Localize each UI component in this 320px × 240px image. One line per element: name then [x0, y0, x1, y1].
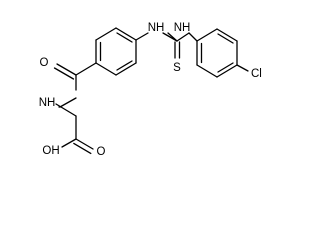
atom-label-thiourea-nh-left: NH — [148, 22, 165, 34]
bond-ringA-to-carbonyl — [75, 62, 97, 76]
bond-ringB-4-inner — [217, 62, 234, 73]
chemical-structure-diagram: O NH NH NH S Cl OH O — [39, 22, 262, 158]
bond-ringB-2-inner — [217, 33, 234, 44]
bond-thiocarbon-to-nh-right — [176, 32, 190, 42]
bond-acid-carbonyl-1 — [75, 138, 94, 150]
bond-ringA-6 — [95, 62, 117, 76]
atom-label-thiourea-nh-right: NH — [174, 22, 191, 34]
bond-ringB-4 — [216, 64, 238, 78]
bond-carbonyl-2 — [53, 67, 75, 80]
benzene-ring-left — [95, 27, 137, 76]
atom-label-sulfur: S — [173, 62, 181, 74]
bond-ringA-5-inner — [116, 60, 133, 71]
bond-acid-to-oh — [61, 138, 77, 148]
bond-ringA-5 — [115, 62, 137, 76]
atom-label-hydroxyl: OH — [42, 145, 59, 157]
bond-nh-to-methylene — [55, 103, 77, 117]
atom-label-carbonyl-oxygen: O — [40, 57, 49, 69]
bond-ringA-3-inner — [116, 32, 133, 43]
atom-label-amide-nh: NH — [39, 97, 56, 109]
atom-label-acid-oxygen: O — [97, 146, 106, 158]
bond-nh-to-ch2 — [59, 97, 77, 108]
bond-ringB-5 — [196, 64, 218, 78]
bond-ringB-to-cl — [236, 64, 249, 72]
bond-ringB-2 — [216, 28, 238, 42]
bond-thiocarbon-to-nh — [167, 32, 178, 42]
bond-ringA-3 — [115, 27, 137, 41]
bond-ringA-2 — [95, 27, 117, 41]
bond-ringB-1 — [196, 28, 218, 42]
bond-ringA-to-nh — [135, 32, 149, 41]
bond-acid-carbonyl-2 — [73, 142, 92, 155]
benzene-ring-right — [196, 28, 238, 78]
atom-label-chlorine: Cl — [251, 68, 262, 80]
bond-nh-to-ringB — [188, 32, 198, 42]
bond-carbonyl-1 — [56, 63, 77, 76]
